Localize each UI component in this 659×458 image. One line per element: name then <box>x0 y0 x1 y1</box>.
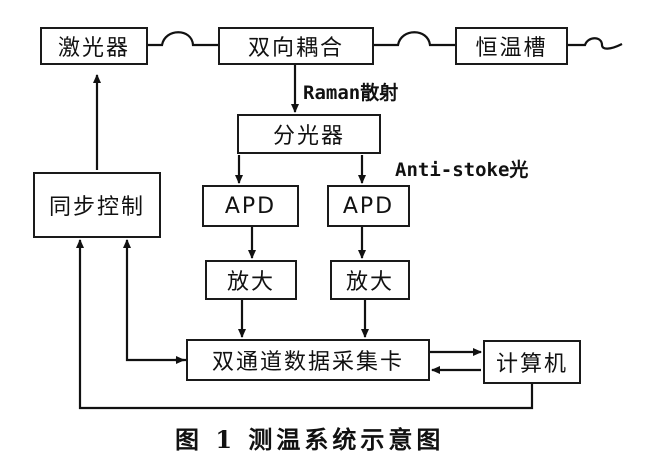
coupler-label: 双向耦合 <box>247 36 344 61</box>
computer-label: 计算机 <box>495 352 568 377</box>
thermostat-box: 恒温槽 <box>455 27 568 65</box>
coupler-box: 双向耦合 <box>218 27 374 65</box>
fiber-end-loop <box>568 37 623 50</box>
amp-right-label: 放大 <box>345 270 394 295</box>
laser-box: 激光器 <box>40 27 148 65</box>
arrow-computer-sync <box>76 239 534 410</box>
computer-box: 计算机 <box>483 340 581 384</box>
laser-label: 激光器 <box>57 36 130 61</box>
raman-label: Raman散射 <box>303 82 399 104</box>
splitter-label: 分光器 <box>272 124 345 149</box>
sync-label: 同步控制 <box>48 195 145 220</box>
daq-label: 双通道数据采集卡 <box>211 350 404 375</box>
apd-right-box: APD <box>327 185 410 227</box>
thermostat-label: 恒温槽 <box>475 36 548 61</box>
fiber-coupler-thermostat <box>374 31 455 47</box>
antistokes-label: Anti-stoke光 <box>395 159 529 181</box>
apd-left-box: APD <box>202 185 299 227</box>
sync-box: 同步控制 <box>33 172 161 238</box>
splitter-box: 分光器 <box>237 114 381 154</box>
amp-left-label: 放大 <box>226 270 275 295</box>
fiber-laser-coupler <box>148 31 218 47</box>
apd-left-label: APD <box>224 193 277 219</box>
arrow-daq-sync <box>123 239 186 362</box>
figure-caption: 图 1 测温系统示意图 <box>175 425 445 454</box>
daq-box: 双通道数据采集卡 <box>186 339 430 381</box>
amp-left-box: 放大 <box>205 260 297 300</box>
amp-right-box: 放大 <box>330 260 410 300</box>
apd-right-label: APD <box>342 193 395 219</box>
